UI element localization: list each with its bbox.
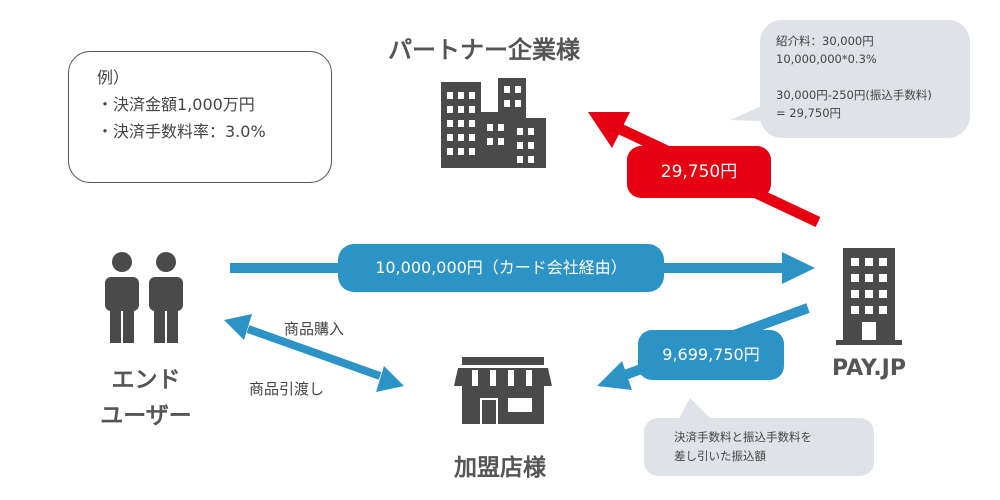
merchant-note-line: 決済手数料と振込手数料を [674,430,812,444]
fee-note-line: 10,000,000*0.3% [776,52,877,66]
blue-arrow-goods [224,314,404,392]
example-heading: 例） [97,68,130,87]
fee-note-bubble: 紹介料：30,000円 10,000,000*0.3% 30,000円-250円… [760,20,970,138]
partner-label: パートナー企業様 [388,36,580,64]
payjp-building-icon [836,248,902,345]
example-box: 例） ・決済金額1,000万円 ・決済手数料率：3.0% [68,51,332,183]
purchase-label: 商品購入 [284,320,345,338]
card-payment-pill: 10,000,000円（カード会社経由） [338,244,664,292]
end-user-label: エンド ユーザー [100,362,192,434]
end-user-label-line1: エンド [111,367,181,393]
office-buildings-icon [441,78,546,168]
fee-note-line: 30,000円-250円(振込手数料) [776,88,932,102]
merchant-label: 加盟店様 [454,455,546,481]
merchant-note-tail [676,398,712,424]
users-icon [105,252,183,343]
merchant-note-bubble: 決済手数料と振込手数料を 差し引いた振込額 [644,418,874,476]
fee-note-line: = 29,750円 [776,106,842,120]
example-line-rate: ・決済手数料率：3.0% [97,122,266,141]
merchant-payout-pill: 9,699,750円 [638,330,784,380]
fee-note-line [776,68,970,86]
example-line-amount: ・決済金額1,000万円 [97,95,255,114]
fee-note-line: 紹介料：30,000円 [776,34,874,48]
delivery-label: 商品引渡し [249,380,325,398]
payjp-label: PAY.JP [832,356,906,381]
end-user-label-line2: ユーザー [100,403,192,429]
store-icon [454,357,552,424]
merchant-note-line: 差し引いた振込額 [674,449,766,463]
partner-payout-pill: 29,750円 [627,146,771,198]
